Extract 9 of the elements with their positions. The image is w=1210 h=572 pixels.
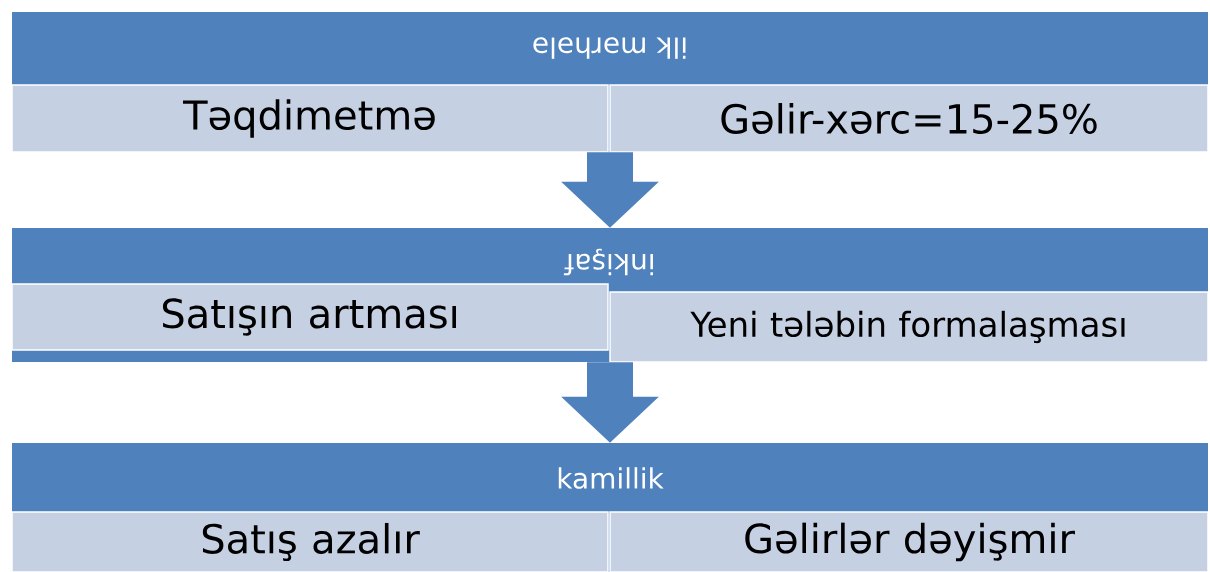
stage-title: ilk mərhələ (533, 37, 686, 59)
text-box: Satışın artması (11, 283, 609, 351)
stage-title: inkişaf (563, 248, 653, 276)
text-box: Yeni tələbin formalaşması (609, 291, 1209, 363)
text-box: Satış azalır (11, 511, 609, 572)
text-box: Gəlir-xərc=15-25% (609, 84, 1209, 153)
text-box: Gəlirlər dəyişmir (609, 511, 1209, 572)
text-box: Təqdimetmə (11, 84, 609, 153)
stage-title: kamillik (558, 467, 664, 489)
